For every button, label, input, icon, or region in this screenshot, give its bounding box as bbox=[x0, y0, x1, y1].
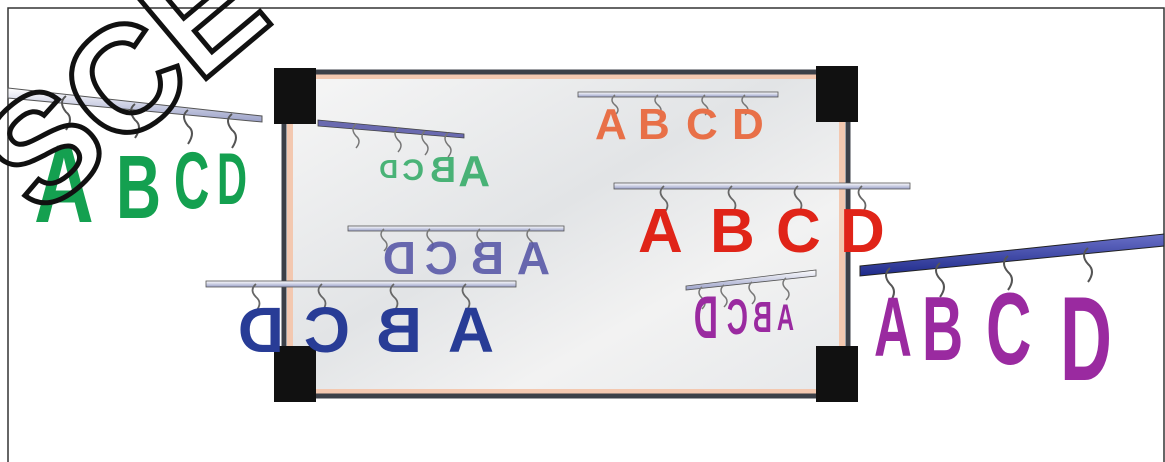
corner-top-right bbox=[816, 66, 858, 122]
letter: C bbox=[402, 154, 424, 187]
letter: A bbox=[517, 232, 550, 284]
letter: D bbox=[840, 197, 885, 266]
corner-top-left bbox=[274, 68, 316, 124]
letter: C bbox=[776, 197, 821, 266]
letter: D bbox=[238, 294, 284, 366]
letter: A bbox=[448, 294, 494, 366]
letter: B bbox=[922, 278, 963, 380]
letter: D bbox=[1060, 271, 1112, 406]
letter: D bbox=[383, 232, 416, 284]
letter: A bbox=[595, 100, 627, 149]
letter: C bbox=[304, 294, 350, 366]
letter: D bbox=[217, 138, 247, 220]
letter-set-right-outside: A B C D bbox=[860, 234, 1164, 405]
letter: B bbox=[430, 149, 456, 190]
letter: C bbox=[686, 100, 718, 149]
letter: D bbox=[732, 100, 764, 149]
letter: A bbox=[638, 197, 683, 266]
letter: C bbox=[174, 137, 209, 226]
corner-bottom-right bbox=[816, 346, 858, 402]
letter: C bbox=[727, 289, 748, 345]
letter: A bbox=[874, 280, 912, 374]
letter: A bbox=[777, 297, 794, 339]
letter: C bbox=[986, 272, 1031, 386]
letter: B bbox=[753, 292, 772, 342]
mirror bbox=[274, 66, 858, 402]
letter: C bbox=[425, 232, 458, 284]
letter: B bbox=[376, 294, 422, 366]
letter: D bbox=[379, 154, 398, 184]
letter: B bbox=[638, 100, 670, 149]
letter: A bbox=[458, 147, 490, 196]
letter: B bbox=[471, 232, 504, 284]
letter: B bbox=[710, 197, 755, 266]
letter: D bbox=[694, 285, 718, 352]
